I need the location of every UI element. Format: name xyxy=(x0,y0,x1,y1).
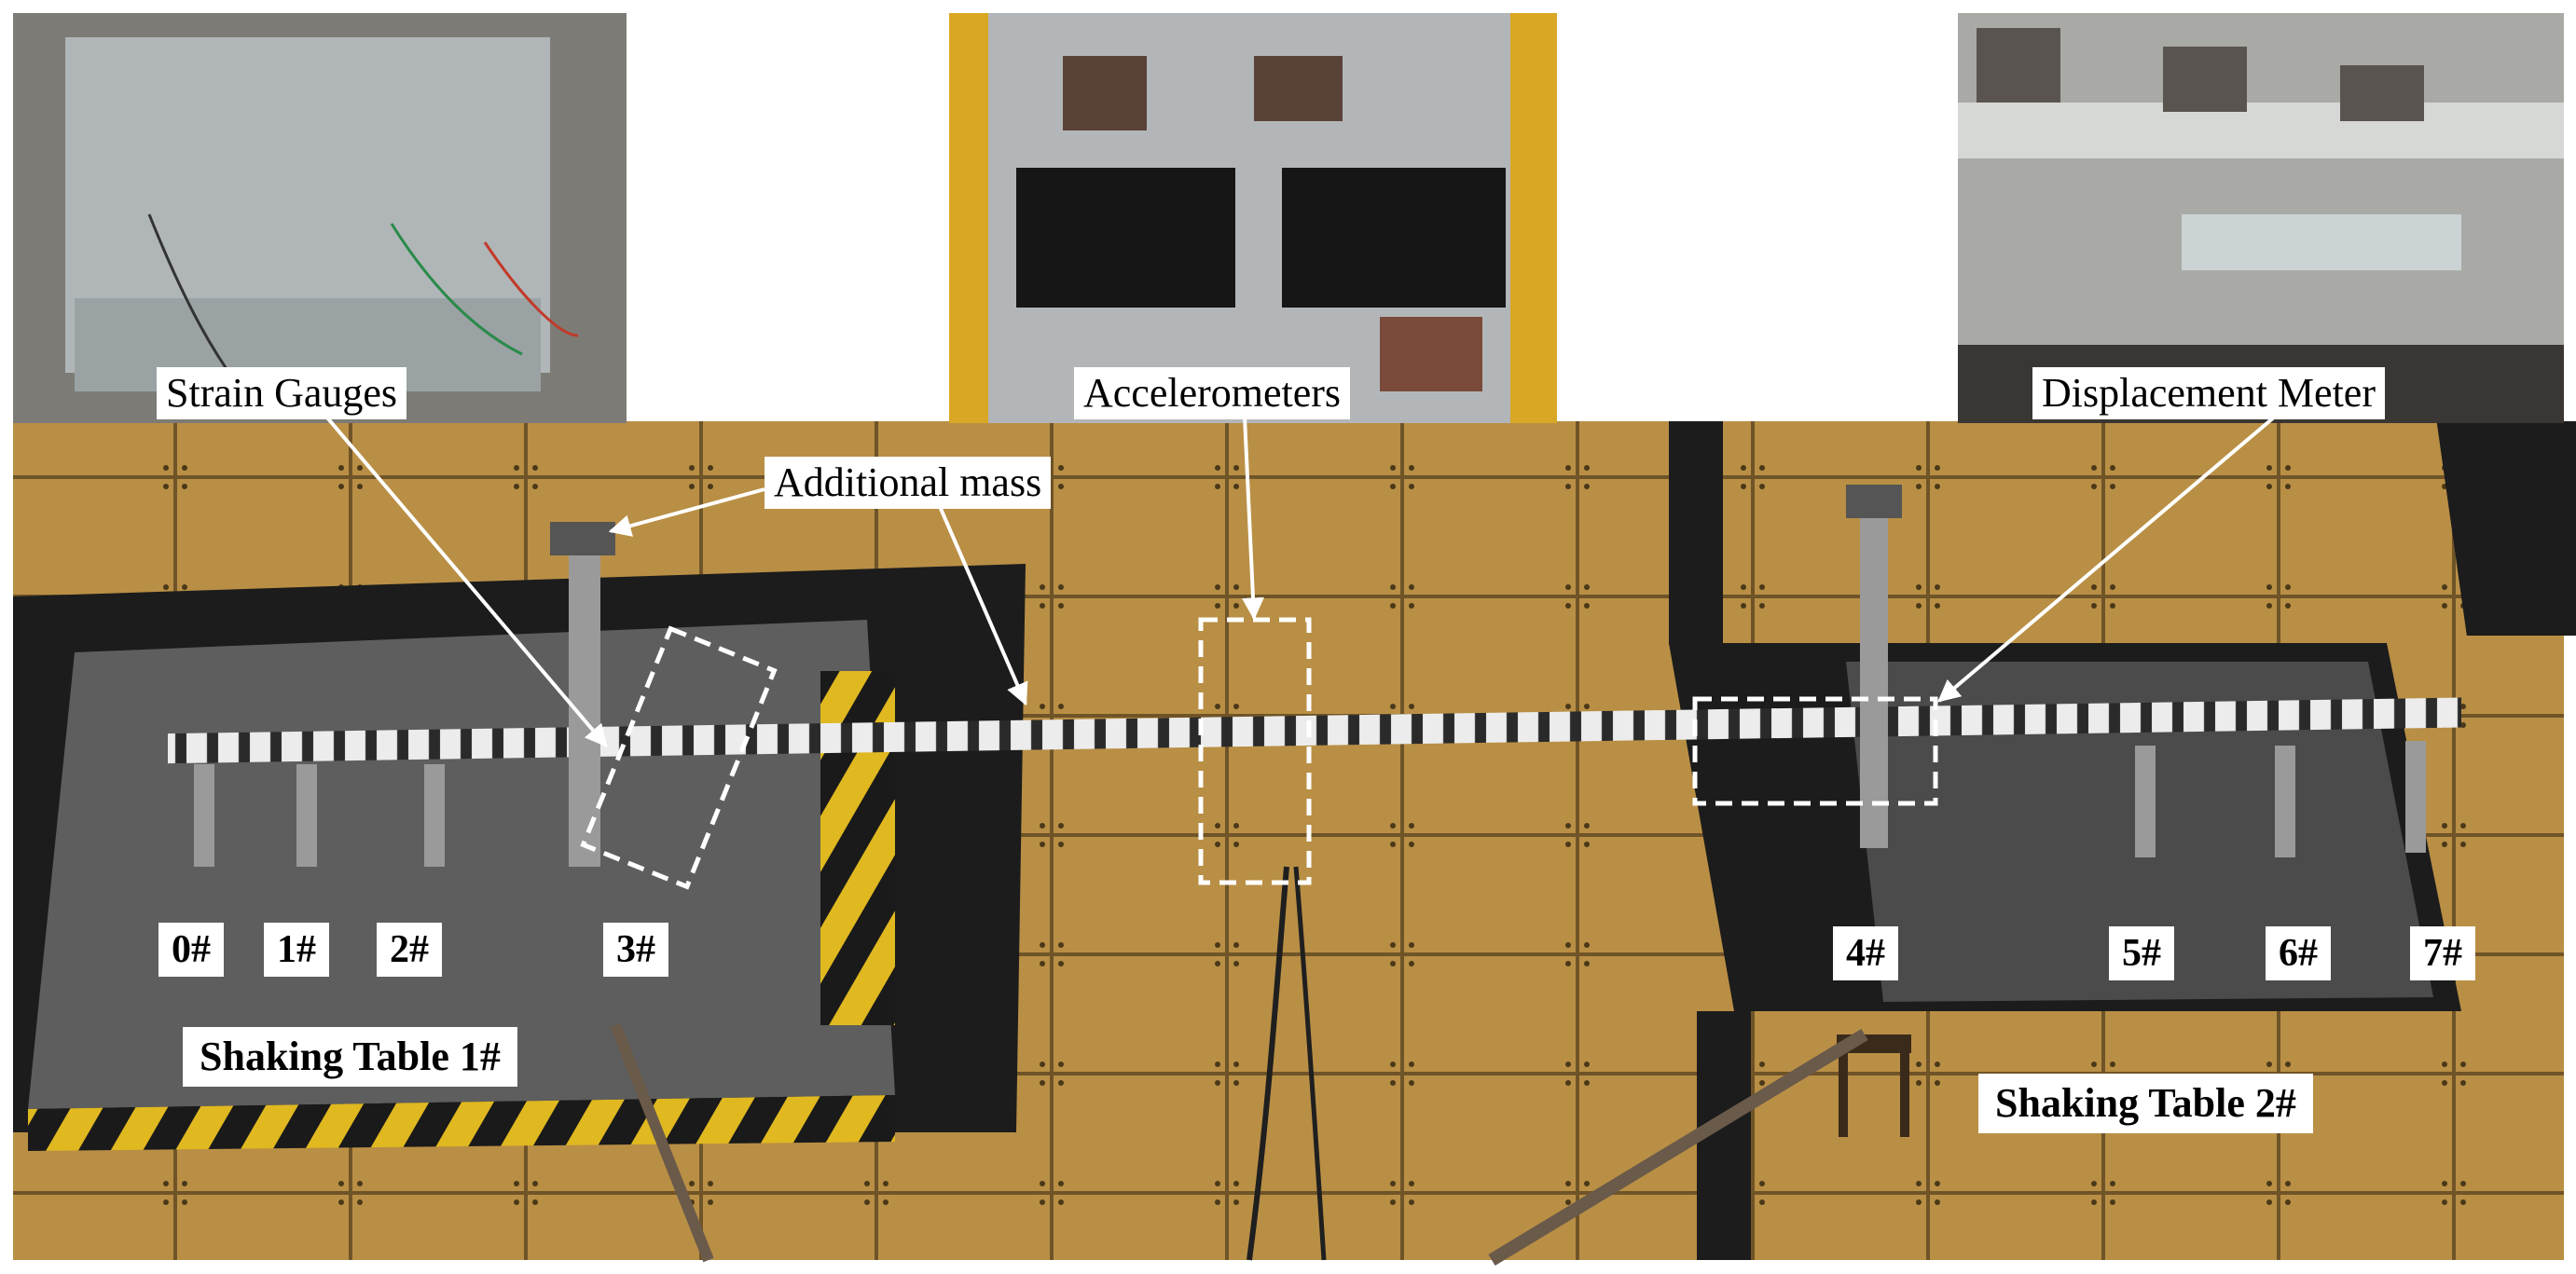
pier-label-4: 4# xyxy=(1833,926,1898,980)
displacement-meter-photo xyxy=(1958,13,2564,423)
pier xyxy=(550,522,615,867)
shaking-table-2-label: Shaking Table 2# xyxy=(1978,1074,2313,1133)
strain-gauges-label: Strain Gauges xyxy=(157,367,407,419)
pier-label-3: 3# xyxy=(603,923,668,977)
pier-label-7: 7# xyxy=(2410,926,2475,980)
displacement-meter-label: Displacement Meter xyxy=(2032,367,2385,419)
pier-label-5: 5# xyxy=(2109,926,2174,980)
additional-mass-label: Additional mass xyxy=(765,457,1052,509)
pier xyxy=(1846,485,1902,848)
accelerometer-photo xyxy=(949,13,1557,423)
pier-label-1: 1# xyxy=(264,923,329,977)
accelerometers-label: Accelerometers xyxy=(1074,367,1351,419)
arrow-icon xyxy=(324,415,2277,747)
strain-gauge-photo xyxy=(13,13,627,423)
dashed-box-icon xyxy=(1692,696,1938,806)
dashed-box-icon xyxy=(580,625,778,890)
shaking-table-1-label: Shaking Table 1# xyxy=(183,1027,517,1087)
pier-label-6: 6# xyxy=(2266,926,2331,980)
pier-label-2: 2# xyxy=(377,923,442,977)
pier-label-0: 0# xyxy=(158,923,224,977)
lab-floor-photo xyxy=(13,421,2576,1266)
